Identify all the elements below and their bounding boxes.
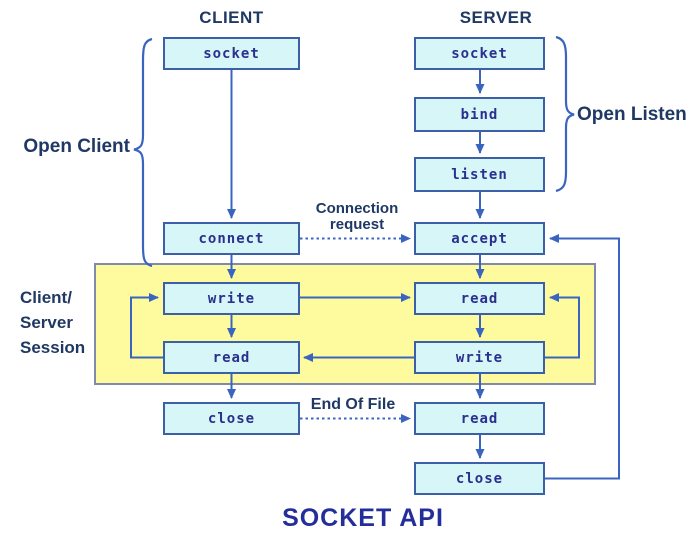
client-socket-box: socket bbox=[163, 37, 300, 70]
client-column-header: CLIENT bbox=[199, 8, 264, 27]
server-read1-box: read bbox=[414, 282, 545, 315]
server-listen-box: listen bbox=[414, 157, 545, 192]
server-accept-box: accept bbox=[414, 222, 545, 255]
session-label-line1: Client/ bbox=[20, 288, 72, 307]
server-read2-box: read bbox=[414, 402, 545, 435]
client-write-box: write bbox=[163, 282, 300, 315]
session-label: Client/ Server Session bbox=[20, 285, 110, 360]
client-read-box: read bbox=[163, 341, 300, 374]
server-close-box: close bbox=[414, 462, 545, 495]
open-listen-label: Open Listen bbox=[577, 104, 687, 125]
open-listen-brace bbox=[555, 35, 575, 193]
client-connect-box: connect bbox=[163, 222, 300, 255]
client-close-box: close bbox=[163, 402, 300, 435]
server-bind-box: bind bbox=[414, 97, 545, 132]
server-write-box: write bbox=[414, 341, 545, 374]
open-client-label: Open Client bbox=[23, 136, 130, 157]
open-client-brace bbox=[133, 37, 153, 268]
session-label-line3: Session bbox=[20, 338, 86, 357]
server-socket-box: socket bbox=[414, 37, 545, 70]
connection-request-label: Connection request bbox=[315, 200, 399, 233]
server-column-header: SERVER bbox=[459, 8, 533, 27]
diagram-title: SOCKET API bbox=[282, 504, 444, 532]
session-label-line2: Server bbox=[20, 313, 73, 332]
end-of-file-label: End Of File bbox=[310, 396, 396, 413]
